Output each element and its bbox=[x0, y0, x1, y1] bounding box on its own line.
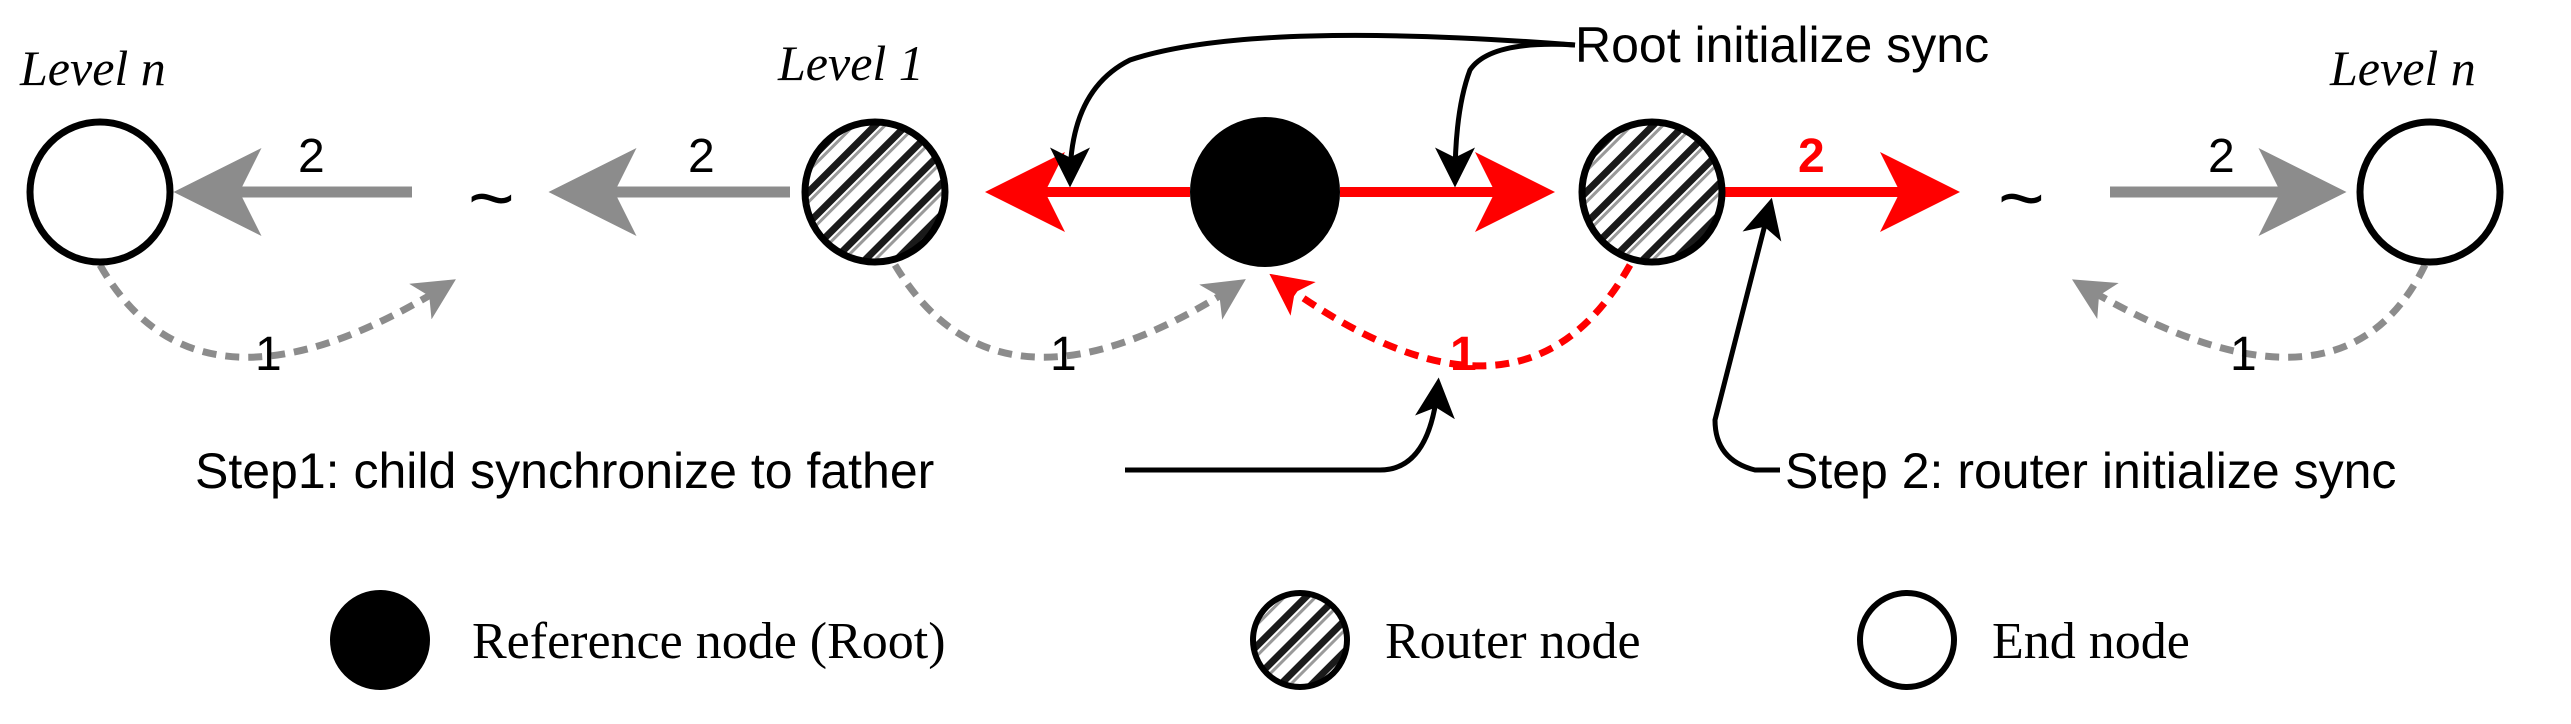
router-node-right bbox=[1578, 118, 1726, 266]
num-1-far-left: 1 bbox=[255, 328, 282, 381]
root-initialize-sync-label: Root initialize sync bbox=[1575, 17, 1989, 73]
num-2-far-left: 2 bbox=[298, 130, 325, 183]
leader-root-to-right bbox=[1435, 41, 1576, 188]
leader-root-to-left bbox=[1050, 32, 1576, 188]
leader-step1 bbox=[1125, 377, 1455, 473]
step1-label: Step1: child synchronize to father bbox=[195, 443, 934, 499]
dashed-arrow-1-far-left bbox=[96, 263, 456, 361]
legend-root-label: Reference node (Root) bbox=[472, 613, 946, 670]
tilde-right: ~ bbox=[1998, 153, 2045, 242]
legend-end-label: End node bbox=[1992, 613, 2190, 670]
level-1-label: Level 1 bbox=[777, 35, 924, 91]
leader-step2 bbox=[1712, 197, 1782, 473]
legend-router-swatch bbox=[1250, 590, 1350, 690]
legend-router-label: Router node bbox=[1385, 613, 1641, 670]
end-node-left bbox=[26, 118, 174, 266]
end-node-right bbox=[2356, 118, 2504, 266]
num-1-right: 1 bbox=[2230, 328, 2257, 381]
level-n-right-label: Level n bbox=[2329, 40, 2476, 96]
num-1-red: 1 bbox=[1450, 328, 1477, 381]
router-node-left bbox=[801, 118, 949, 266]
dashed-arrow-1-left bbox=[892, 263, 1246, 361]
dashed-arrow-1-right bbox=[2071, 263, 2429, 361]
num-2-right: 2 bbox=[2208, 130, 2235, 183]
legend: Reference node (Root) Router node End no… bbox=[330, 590, 2190, 690]
root-node bbox=[1190, 117, 1340, 267]
legend-end-swatch bbox=[1857, 590, 1957, 690]
dashed-arrow-1-red bbox=[1269, 263, 1634, 370]
level-n-left-label: Level n bbox=[19, 40, 166, 96]
legend-root-swatch bbox=[330, 590, 430, 690]
num-2-red: 2 bbox=[1798, 130, 1825, 183]
tilde-left: ~ bbox=[468, 153, 515, 242]
num-2-left: 2 bbox=[688, 130, 715, 183]
num-1-left: 1 bbox=[1050, 328, 1077, 381]
step2-label: Step 2: router initialize sync bbox=[1785, 443, 2396, 499]
